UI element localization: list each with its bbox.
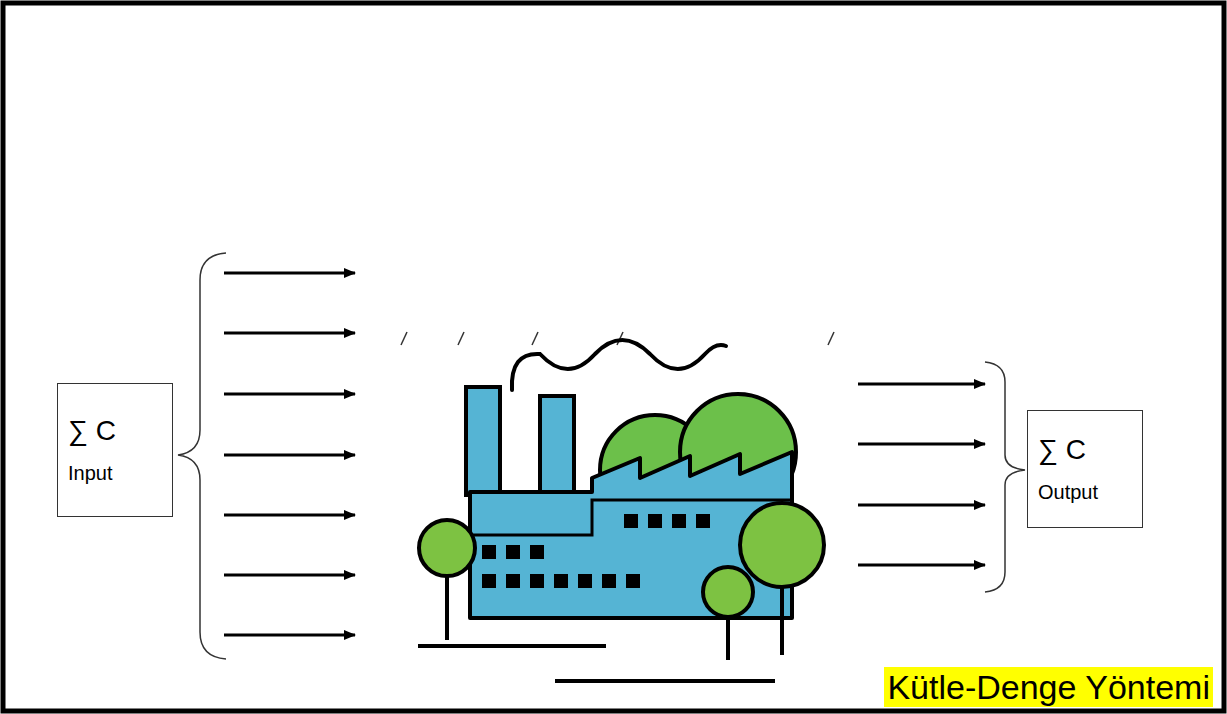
flow-arrow [858, 443, 985, 446]
tree-trunk [780, 580, 784, 655]
flow-arrow [224, 272, 355, 275]
rain-mark [828, 332, 834, 345]
flow-arrow [224, 574, 355, 577]
window [648, 514, 662, 528]
output-arrows [858, 384, 985, 565]
window [578, 574, 592, 588]
chimney [540, 396, 574, 495]
window [506, 545, 520, 559]
brace-line [178, 253, 226, 659]
input-brace [178, 253, 226, 659]
tree-crown [419, 520, 475, 576]
window [506, 574, 520, 588]
flow-arrow [224, 454, 355, 457]
window [626, 574, 640, 588]
ground-line [418, 644, 606, 648]
rain-mark [532, 332, 538, 345]
flow-arrow [224, 393, 355, 396]
flow-arrow [224, 634, 355, 637]
window [624, 514, 638, 528]
tree-trunk [445, 570, 449, 640]
window [696, 514, 710, 528]
smoke-line [512, 340, 726, 390]
window [554, 574, 568, 588]
window [482, 545, 496, 559]
sum-symbol: ∑ C [1038, 434, 1086, 466]
brace-line [985, 362, 1025, 592]
window-row [482, 514, 710, 588]
flow-box: ∑ C Output [1027, 410, 1143, 528]
method-title: Kütle-Denge Yöntemi [884, 667, 1213, 707]
chimney [466, 387, 500, 495]
ground-line [555, 679, 775, 683]
window [530, 574, 544, 588]
tree-crown [740, 503, 824, 587]
flow-name: Output [1038, 481, 1098, 504]
frame-border [3, 3, 1224, 711]
flow-name: Input [68, 462, 112, 485]
flow-arrow [224, 332, 355, 335]
output-brace [985, 362, 1025, 592]
tree-crown [703, 567, 753, 617]
window [602, 574, 616, 588]
window [482, 574, 496, 588]
rain-mark [458, 332, 464, 345]
flow-arrow [858, 504, 985, 507]
flow-arrow [858, 564, 985, 567]
rain-mark [401, 332, 407, 345]
input-arrows [224, 273, 355, 635]
factory [418, 340, 824, 681]
window [672, 514, 686, 528]
sum-symbol: ∑ C [68, 415, 116, 447]
flow-arrow [224, 514, 355, 517]
flow-box: ∑ C Input [57, 383, 173, 517]
flow-arrow [858, 383, 985, 386]
window [530, 545, 544, 559]
